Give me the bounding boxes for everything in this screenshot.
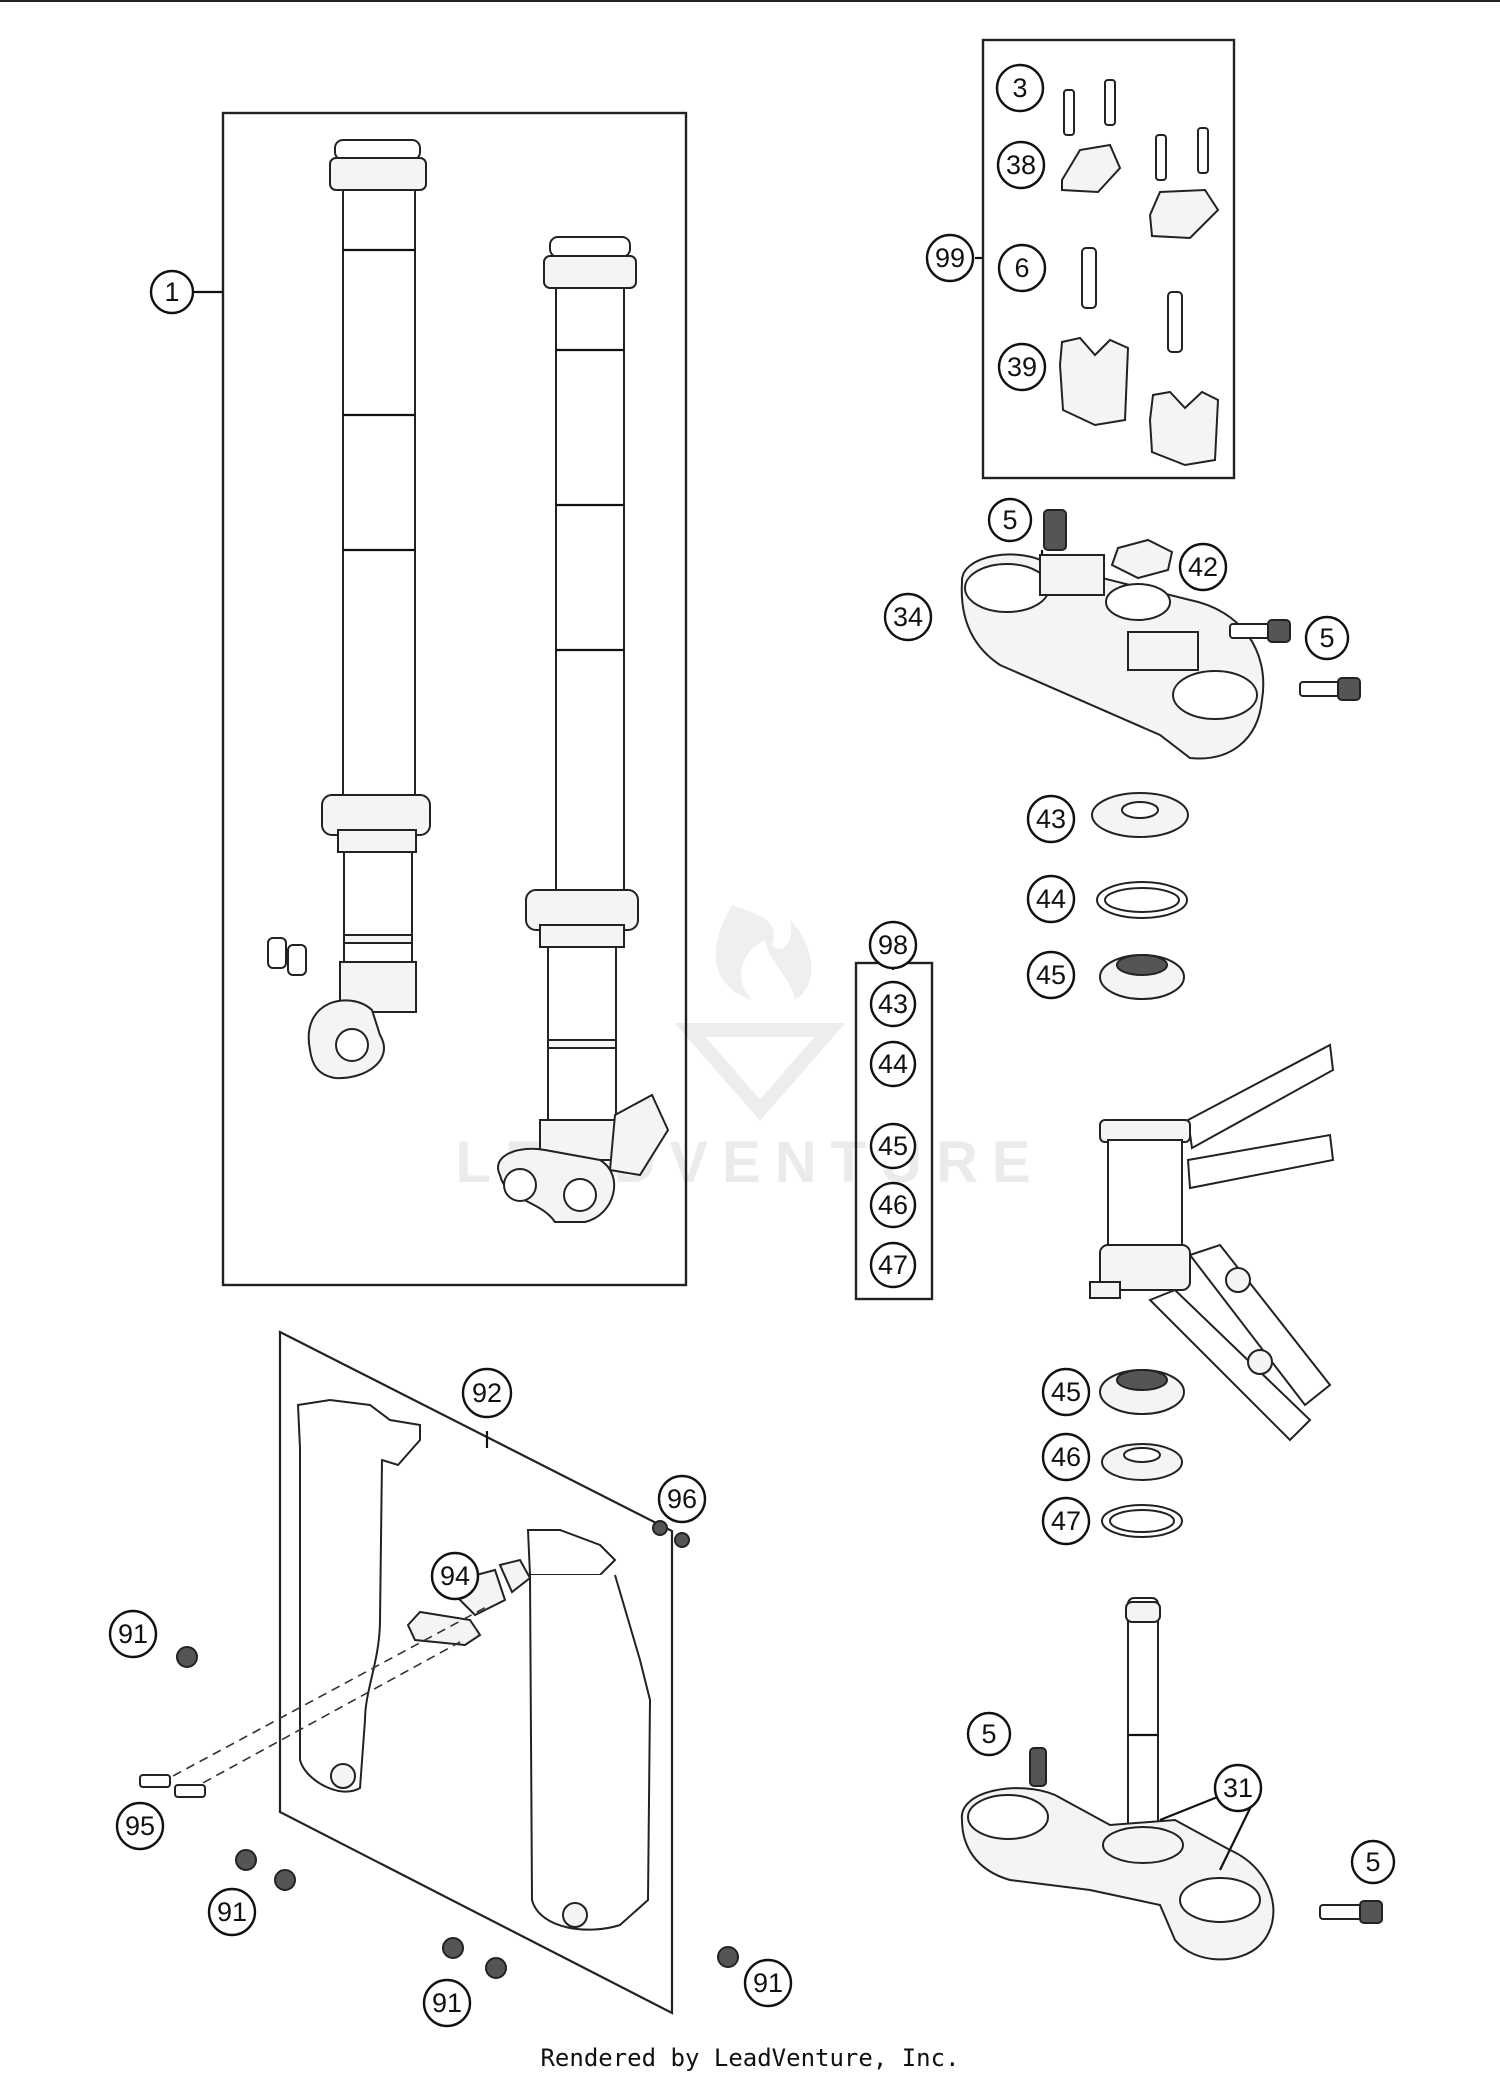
fork-guard-right [526, 1529, 652, 1931]
svg-text:44: 44 [878, 1049, 908, 1079]
upper-bearing-stack [1091, 792, 1189, 1000]
fork-assembly-box [221, 111, 688, 1287]
callout-43: 43 [1026, 794, 1076, 844]
fork-guard-left [296, 1398, 421, 1793]
svg-text:39: 39 [1007, 352, 1037, 382]
kit-98-item-44: 44 [869, 1040, 917, 1088]
svg-text:91: 91 [118, 1619, 148, 1649]
kit-98-item-47: 47 [869, 1241, 917, 1289]
svg-text:98: 98 [878, 930, 908, 960]
callout-6: 6 [997, 243, 1047, 293]
callout-96: 96 [657, 1474, 707, 1524]
svg-text:44: 44 [1036, 884, 1066, 914]
callout-45-lower: 45 [1041, 1367, 1091, 1417]
lower-bearing-stack [1099, 1369, 1185, 1538]
svg-text:5: 5 [981, 1719, 996, 1749]
callout-39: 39 [997, 342, 1047, 392]
fork-leg-right [497, 236, 670, 1223]
svg-text:47: 47 [1051, 1506, 1081, 1536]
kit-clamps [1058, 143, 1220, 467]
svg-text:5: 5 [1002, 505, 1017, 535]
callout-44: 44 [1026, 874, 1076, 924]
lower-triple-clamp [960, 1597, 1383, 1961]
svg-text:94: 94 [440, 1561, 470, 1591]
callout-91-bottom: 91 [422, 1978, 472, 2028]
callout-45-upper: 45 [1026, 950, 1076, 1000]
fork-protector-panel [278, 1330, 674, 2015]
callout-1: 1 [149, 269, 195, 315]
callout-91-left: 91 [108, 1609, 158, 1659]
svg-text:6: 6 [1014, 253, 1029, 283]
kit-bolts [1063, 79, 1209, 353]
svg-text:1: 1 [164, 277, 179, 307]
svg-text:43: 43 [1036, 804, 1066, 834]
svg-text:95: 95 [125, 1811, 155, 1841]
svg-text:46: 46 [878, 1190, 908, 1220]
guard-screws [139, 1604, 739, 1979]
svg-text:42: 42 [1188, 552, 1218, 582]
svg-text:96: 96 [667, 1484, 697, 1514]
svg-text:91: 91 [432, 1988, 462, 2018]
svg-text:92: 92 [472, 1378, 502, 1408]
svg-text:99: 99 [935, 243, 965, 273]
callout-98: 98 [868, 920, 918, 970]
svg-text:46: 46 [1051, 1442, 1081, 1472]
callout-92: 92 [461, 1367, 513, 1419]
svg-text:3: 3 [1012, 73, 1027, 103]
svg-text:5: 5 [1319, 623, 1334, 653]
fork-leg-left [267, 139, 431, 1080]
callout-34: 34 [883, 592, 933, 642]
svg-text:45: 45 [878, 1131, 908, 1161]
kit-98-item-43: 43 [869, 980, 917, 1028]
callout-5-right: 5 [1304, 615, 1350, 661]
callout-47: 47 [1041, 1496, 1091, 1546]
svg-text:91: 91 [753, 1968, 783, 1998]
callout-5-top: 5 [987, 497, 1033, 543]
callout-46: 46 [1041, 1432, 1091, 1482]
svg-text:91: 91 [217, 1897, 247, 1927]
callout-42: 42 [1178, 542, 1228, 592]
upper-triple-clamp [960, 553, 1265, 760]
kit-98-item-45: 45 [869, 1122, 917, 1170]
callout-31: 31 [1213, 1763, 1263, 1813]
footer-credit: Rendered by LeadVenture, Inc. [540, 2044, 960, 2072]
svg-text:43: 43 [878, 989, 908, 1019]
svg-text:38: 38 [1006, 150, 1036, 180]
svg-text:45: 45 [1051, 1377, 1081, 1407]
callout-99: 99 [925, 233, 975, 283]
callout-94: 94 [430, 1551, 480, 1601]
svg-text:34: 34 [893, 602, 923, 632]
callout-91-bottom-left: 91 [207, 1887, 257, 1937]
svg-text:45: 45 [1036, 960, 1066, 990]
svg-text:5: 5 [1365, 1847, 1380, 1877]
callout-38: 38 [996, 140, 1046, 190]
upper-clamp-hardware [1043, 509, 1361, 701]
svg-text:47: 47 [878, 1250, 908, 1280]
callout-91-right: 91 [743, 1958, 793, 2008]
kit-98-item-46: 46 [869, 1181, 917, 1229]
callout-5-lower-right: 5 [1350, 1839, 1396, 1885]
frame-head-tube [1089, 1043, 1335, 1442]
svg-text:31: 31 [1223, 1773, 1253, 1803]
callout-3: 3 [995, 63, 1045, 113]
callout-5-lower-left: 5 [966, 1711, 1012, 1757]
callout-95: 95 [115, 1801, 165, 1851]
